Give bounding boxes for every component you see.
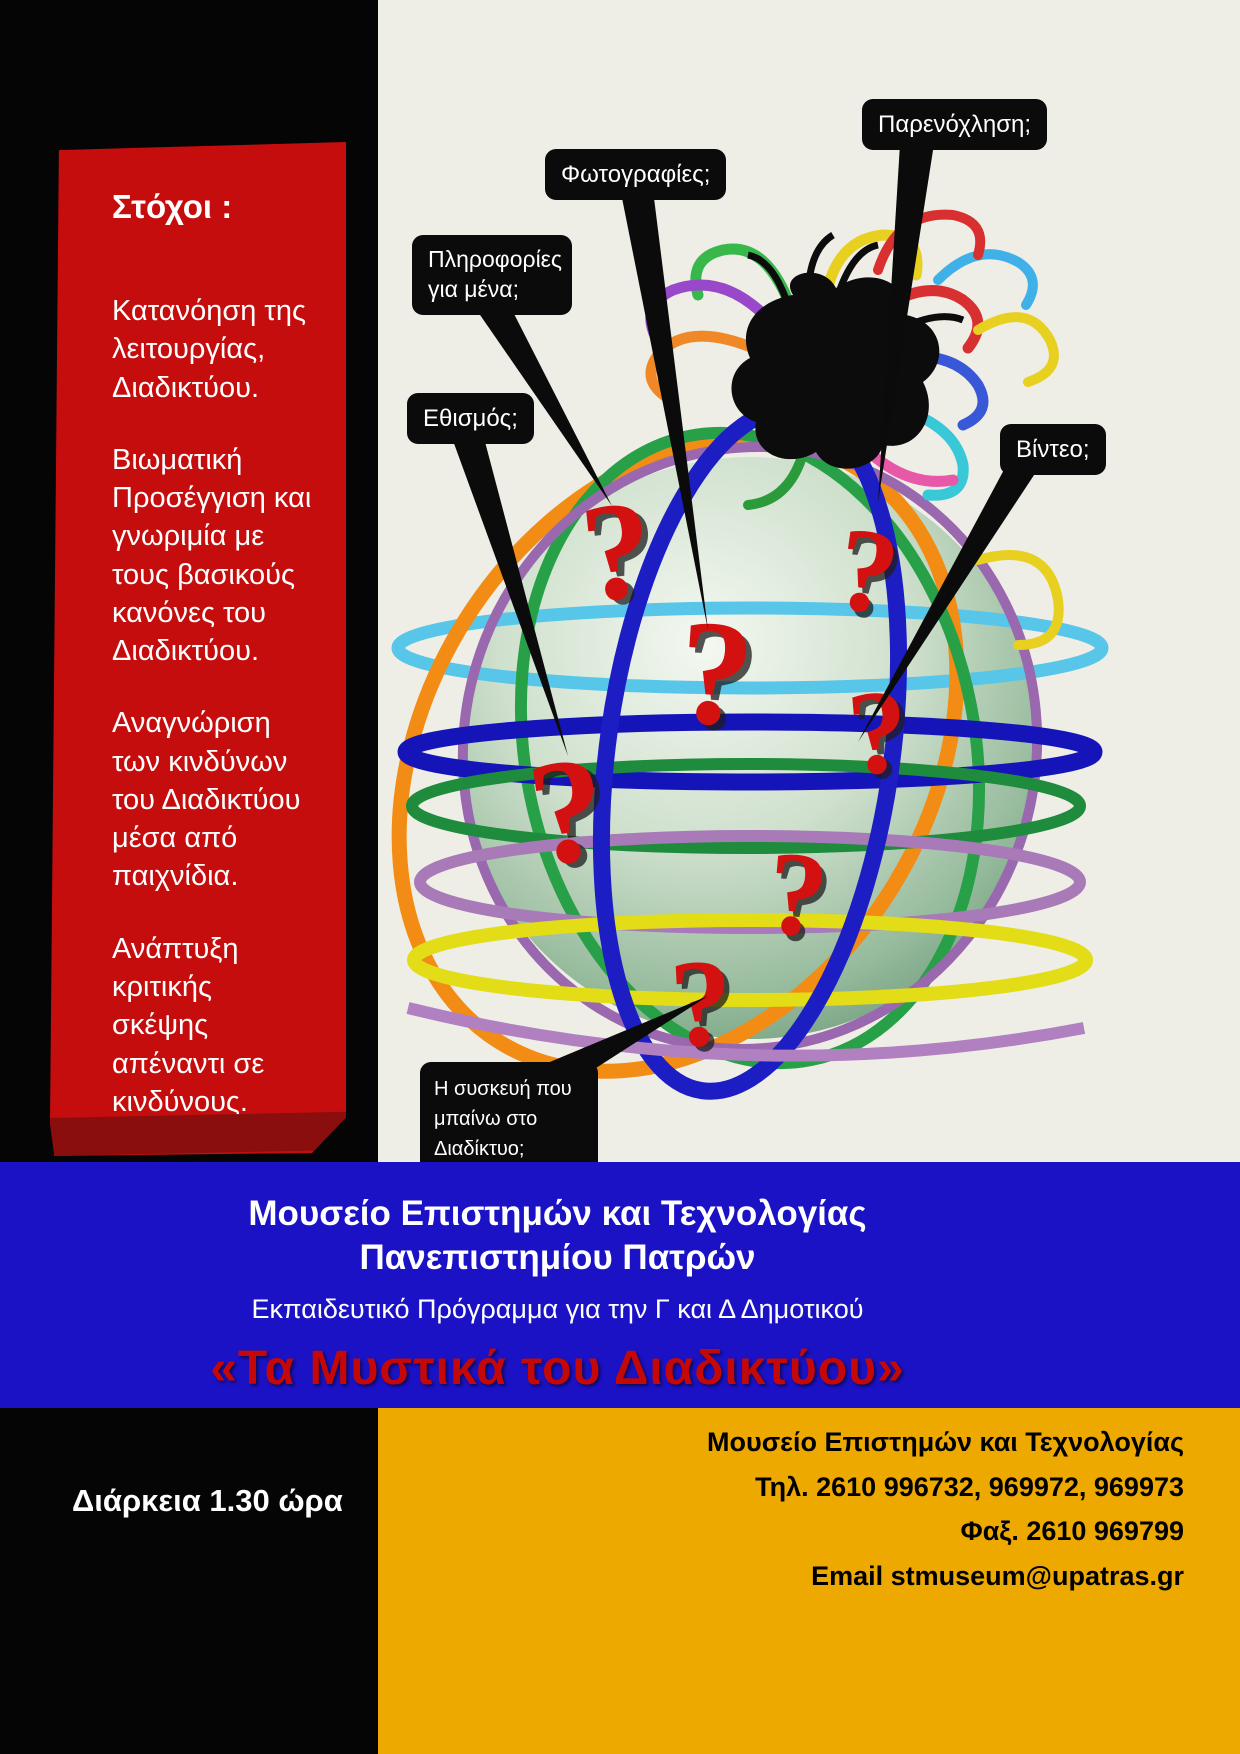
program-title: «Τα Μυστικά του Διαδικτύου» <box>210 1342 905 1396</box>
goals-panel-shadow <box>50 1111 346 1156</box>
callout-addiction: Εθισμός; <box>407 393 534 445</box>
museum-name-line2: Πανεπιστημίου Πατρών <box>359 1238 756 1278</box>
callout-personal-info: Πληροφορίες για μένα; <box>412 235 572 315</box>
contact-email: Email stmuseum@upatras.gr <box>811 1560 1184 1591</box>
footer-band: Μουσείο Επιστημών και Τεχνολογίας Πανεπι… <box>0 1162 1240 1408</box>
callout-photos: Φωτογραφίες; <box>545 149 727 201</box>
question-mark: ? ? <box>673 588 765 764</box>
callout-video: Βίντεο; <box>1000 424 1106 476</box>
question-mark: ? ? <box>842 663 919 805</box>
svg-text:?: ? <box>667 934 737 1075</box>
program-subtitle: Εκπαιδευτικό Πρόγραμμα για την Γ και Δ Δ… <box>251 1294 864 1325</box>
svg-text:?: ? <box>842 663 913 801</box>
duration-strip: Διάρκεια 1.30 ώρα <box>0 1408 378 1754</box>
question-mark: ? ? <box>667 934 742 1080</box>
goal-item: Κατανόηση της λειτουργίας, Διαδικτύου. <box>112 295 306 404</box>
goals-panel: Στόχοι : Κατανόηση της λειτουργίας, Διαδ… <box>50 142 346 1156</box>
svg-text:?: ? <box>766 831 837 969</box>
contact-phone: Τηλ. 2610 996732, 969972, 969973 <box>755 1471 1184 1502</box>
callout-device: Η συσκευή που μπαίνω στο Διαδίκτυο; <box>420 1062 598 1176</box>
svg-text:?: ? <box>762 825 833 963</box>
goals-heading: Στόχοι : <box>112 188 233 225</box>
goal-item: Αναγνώριση των κινδύνων του Διαδικτύου μ… <box>112 707 301 893</box>
museum-name-line1: Μουσείο Επιστημών και Τεχνολογίας <box>248 1194 867 1233</box>
goal-item: Βιωματική Προσέγγιση και γνωριμία με του… <box>112 443 312 668</box>
contact-strip: Μουσείο Επιστημών και Τεχνολογίας Τηλ. 2… <box>378 1408 1240 1754</box>
monster-body <box>731 272 940 469</box>
duration-label: Διάρκεια 1.30 ώρα <box>72 1483 343 1518</box>
goal-item: Ανάπτυξη κριτικής σκέψης απέναντι σε κιν… <box>112 932 265 1118</box>
callout-harassment: Παρενόχληση; <box>862 99 1048 151</box>
question-mark: ? ? <box>762 825 838 969</box>
svg-text:?: ? <box>673 588 759 759</box>
contact-museum-name: Μουσείο Επιστημών και Τεχνολογίας <box>707 1427 1184 1457</box>
globe-illustration: ? ? ? ? ? ? ? ? ? ? ? ? <box>391 209 1109 1100</box>
contact-fax: Φαξ. 2610 969799 <box>960 1516 1184 1547</box>
